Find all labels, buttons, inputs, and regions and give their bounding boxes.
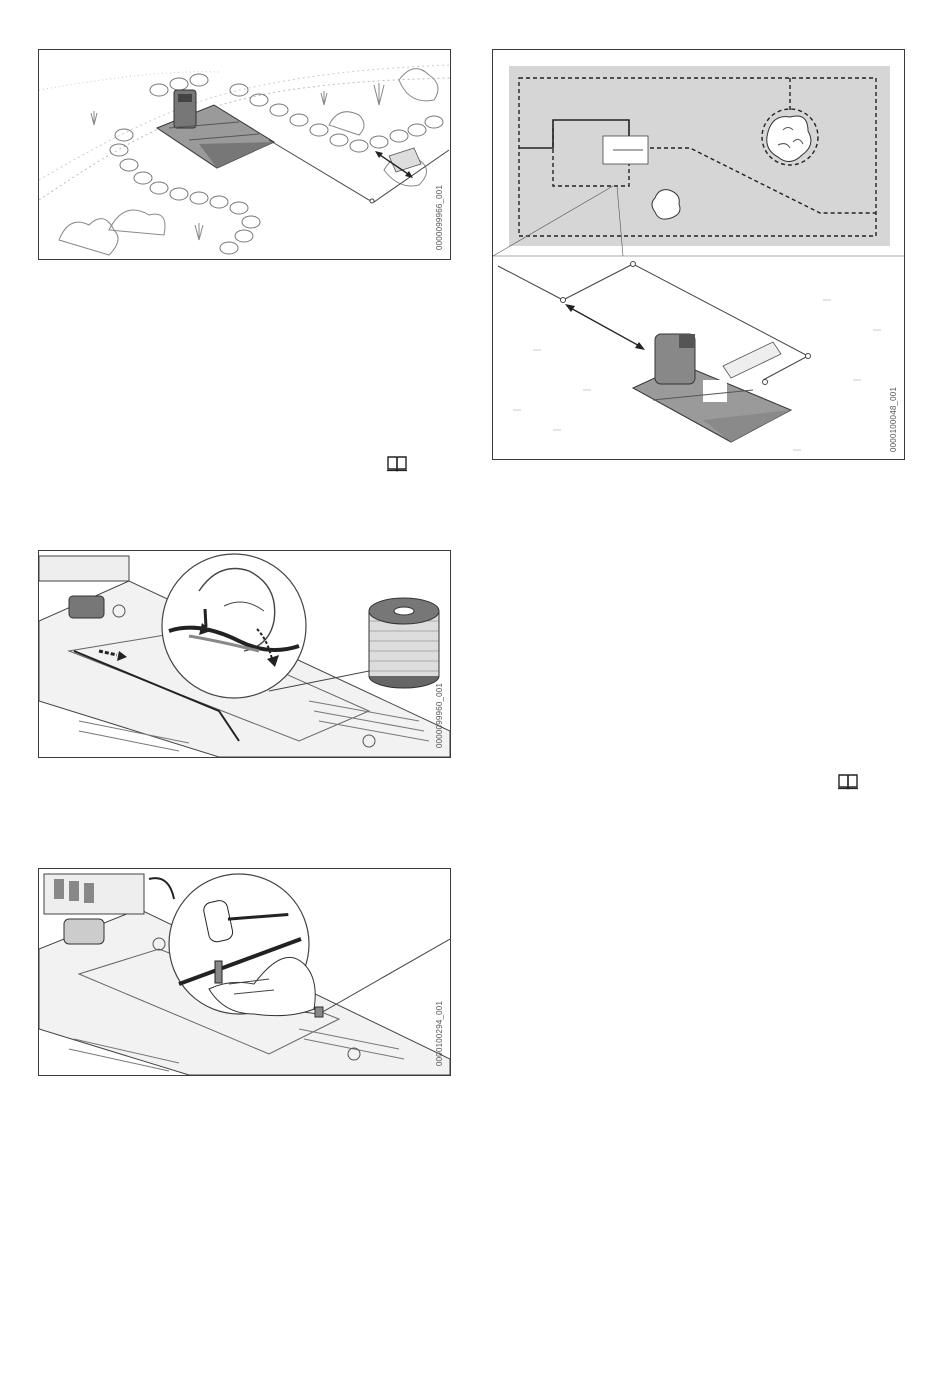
figure-code: 0000099966_001 (435, 185, 444, 250)
peg-hammer-illustration (39, 869, 450, 1075)
figure-code: 0000100294_001 (435, 1001, 444, 1066)
figure-peg-hammer: 0000100294_001 (38, 868, 451, 1076)
garden-plan-illustration (493, 50, 904, 459)
figure-code: 0000100048_001 (889, 387, 898, 452)
book-icon (837, 772, 859, 790)
book-icon (386, 454, 408, 472)
figure-dock-boundary: 0000099966_001 (38, 49, 451, 260)
wire-insert-illustration (39, 551, 450, 757)
dock-boundary-illustration (39, 50, 450, 259)
figure-wire-insert: 0000099960_001 (38, 550, 451, 758)
figure-code: 0000099960_001 (435, 683, 444, 748)
figure-garden-plan: 0000100048_001 (492, 49, 905, 460)
